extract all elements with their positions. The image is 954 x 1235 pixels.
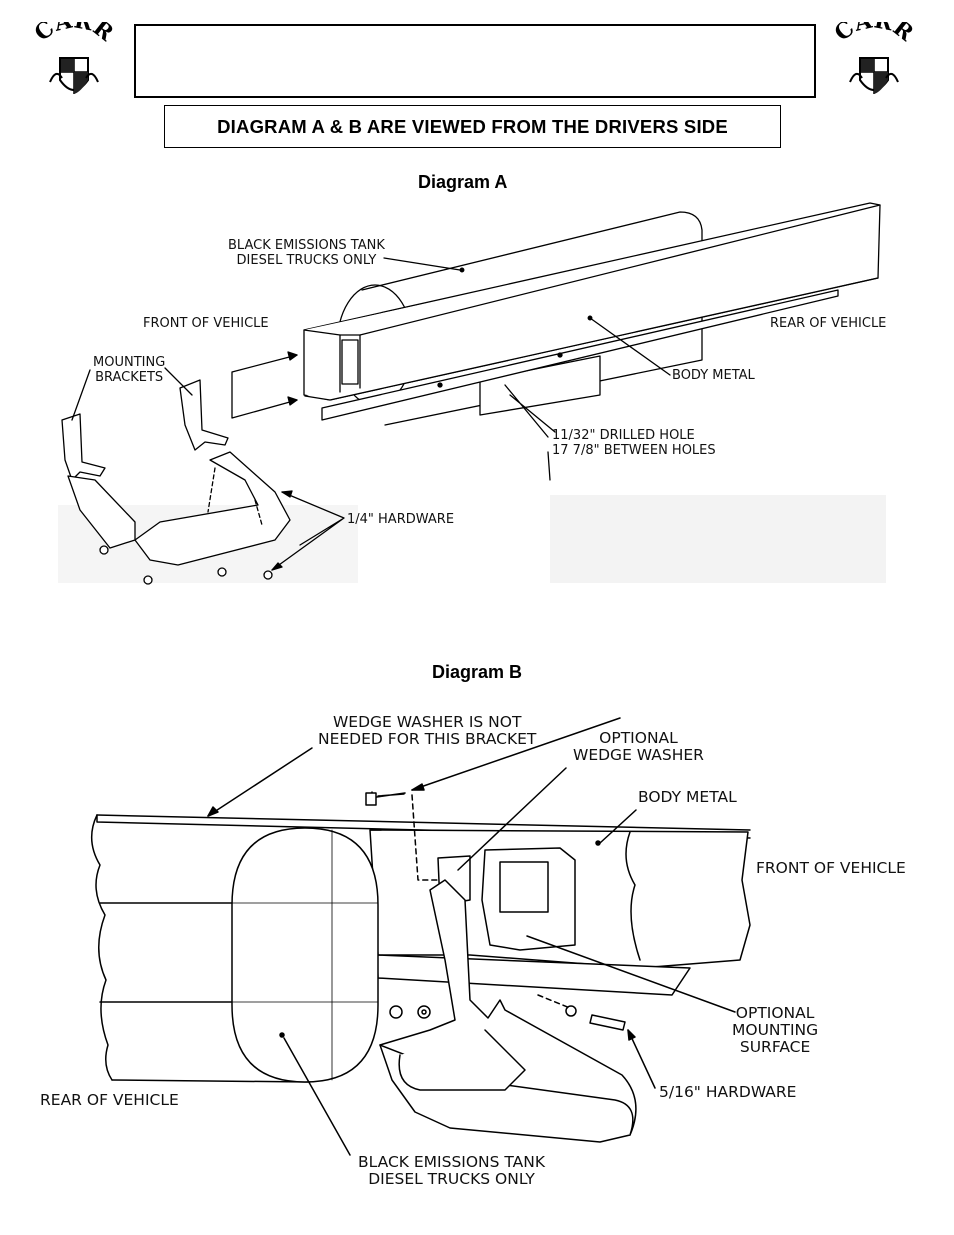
label-rear-b: REAR OF VEHICLE	[40, 1091, 179, 1109]
viewing-notice-text: DIAGRAM A & B ARE VIEWED FROM THE DRIVER…	[217, 115, 728, 137]
leader-line	[71, 369, 91, 421]
hardware-nut	[99, 545, 273, 585]
emissions-tank-b	[231, 827, 379, 1083]
leader-line	[589, 317, 671, 376]
label-body-metal-a: BODY METAL	[672, 368, 755, 383]
install-arrow	[231, 354, 298, 419]
step-bar-b	[379, 879, 637, 1143]
viewing-notice: DIAGRAM A & B ARE VIEWED FROM THE DRIVER…	[164, 105, 781, 148]
leader-line	[526, 935, 736, 1013]
leader-line	[457, 767, 567, 871]
body-metal-rail-a	[303, 202, 881, 421]
label-front-a: FRONT OF VEHICLE	[143, 316, 269, 331]
carr-logo-right: CARR	[830, 22, 918, 94]
label-hardware-b: 5/16" HARDWARE	[659, 1083, 797, 1101]
mounting-bracket-front	[61, 413, 136, 549]
washer-nut-b	[389, 1005, 431, 1019]
leader-line	[283, 1037, 351, 1156]
leader-line	[271, 491, 345, 571]
mounting-bracket-rear	[134, 379, 291, 566]
bolt-left-b	[365, 791, 406, 806]
label-hardware-a: 1/4" HARDWARE	[347, 512, 455, 527]
diagram-a-title: Diagram A	[418, 172, 508, 192]
carr-logo-left: CARR	[30, 22, 118, 94]
label-rear-a: REAR OF VEHICLE	[770, 316, 887, 331]
leader-line	[627, 1029, 656, 1089]
leader-line	[383, 257, 461, 271]
label-front-b: FRONT OF VEHICLE	[756, 859, 906, 877]
leader-line	[504, 384, 556, 481]
diagram-b-title: Diagram B	[432, 662, 523, 682]
label-body-metal-b: BODY METAL	[638, 788, 737, 806]
scan-shade	[550, 495, 886, 583]
leader-line	[599, 809, 637, 844]
mounting-plate-b	[437, 847, 576, 951]
header-title-box	[134, 24, 816, 98]
leader-line	[411, 717, 621, 791]
leader-line	[164, 367, 193, 396]
leader-line	[207, 747, 313, 817]
bolt-right-b	[565, 1005, 626, 1031]
